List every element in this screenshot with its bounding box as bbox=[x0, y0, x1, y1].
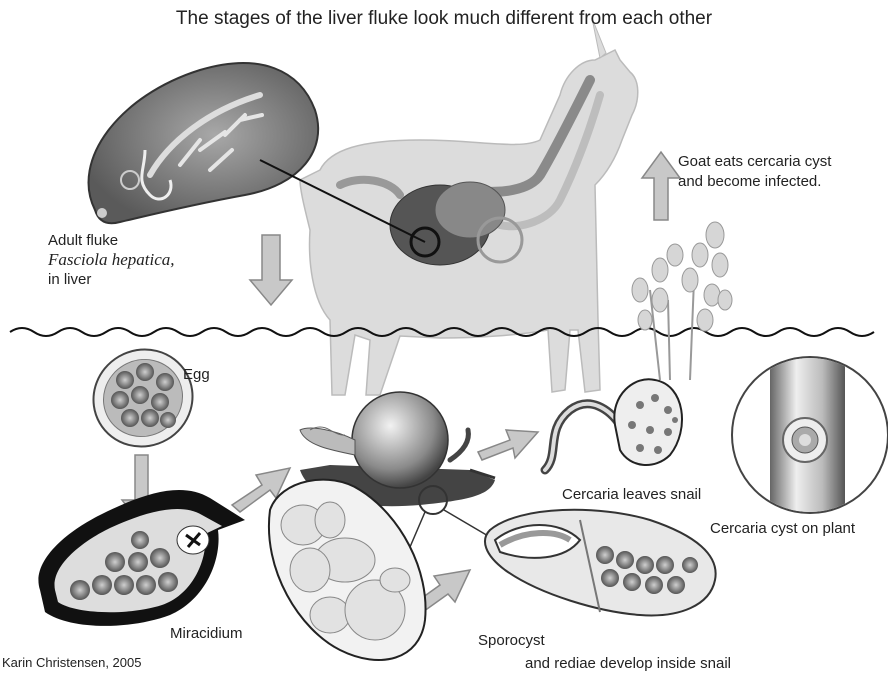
adult-fluke-label: Adult fluke bbox=[48, 232, 118, 249]
arrow-down-adult bbox=[250, 235, 292, 305]
goat-label-line2: and become infected. bbox=[678, 173, 821, 190]
arrow-up-goat bbox=[642, 152, 680, 220]
cercaria-illustration bbox=[545, 379, 682, 470]
adult-fluke-species-label: Fasciola hepatica, bbox=[48, 250, 175, 270]
arrow-to-cercaria bbox=[478, 430, 538, 460]
rediae-illustration bbox=[485, 510, 716, 616]
cercaria-cyst-label: Cercaria cyst on plant bbox=[710, 520, 855, 537]
goat-label-line1: Goat eats cercaria cyst bbox=[678, 153, 831, 170]
cercaria-leaves-label: Cercaria leaves snail bbox=[562, 486, 701, 503]
credit-label: Karin Christensen, 2005 bbox=[2, 655, 141, 670]
cercaria-cyst-illustration bbox=[732, 350, 888, 520]
diagram-title: The stages of the liver fluke look much … bbox=[0, 8, 888, 30]
adult-fluke-location-label: in liver bbox=[48, 271, 91, 288]
miracidium-label: Miracidium bbox=[170, 625, 243, 642]
miracidium-illustration bbox=[38, 490, 245, 626]
adult-fluke-illustration bbox=[89, 63, 319, 223]
sporocyst-rediae-label: and rediae develop inside snail bbox=[525, 655, 731, 672]
egg-illustration bbox=[76, 331, 211, 464]
egg-label: Egg bbox=[183, 366, 210, 383]
sporocyst-label: Sporocyst bbox=[478, 632, 545, 649]
sporocyst-illustration bbox=[269, 480, 426, 660]
goat-illustration bbox=[260, 18, 638, 395]
plant-illustration bbox=[632, 222, 732, 380]
